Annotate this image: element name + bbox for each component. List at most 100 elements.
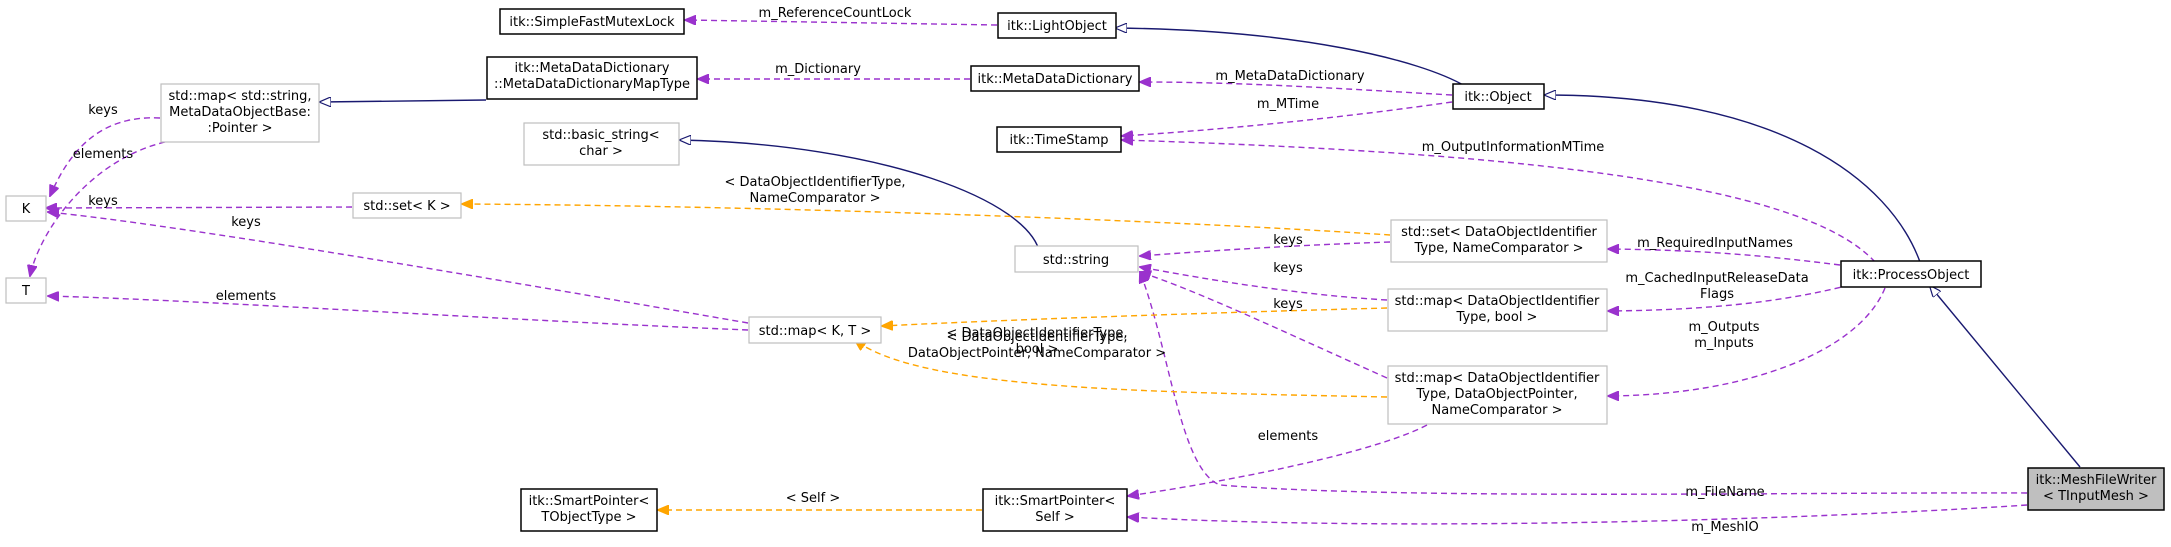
label-output-information-mtime: m_OutputInformationMTime: [1422, 140, 1605, 155]
edge-cached-input-release: [1608, 284, 1851, 311]
svg-text:elements: elements: [1258, 429, 1319, 444]
svg-text:std::string: std::string: [1043, 253, 1109, 268]
svg-text:T: T: [21, 284, 30, 299]
label-mtime: m_MTime: [1257, 97, 1319, 112]
label-keys-map-bool: keys: [1273, 261, 1303, 276]
edge-basic-string-to-std-string: [680, 140, 1041, 255]
node-smart-pointer-tobject[interactable]: itk::SmartPointer<TObjectType >: [520, 488, 658, 532]
svg-text:m_ReferenceCountLock: m_ReferenceCountLock: [759, 6, 912, 21]
label-mesh-io: m_MeshIO: [1691, 520, 1758, 535]
svg-text:m_RequiredInputNames: m_RequiredInputNames: [1637, 236, 1793, 251]
svg-text:itk::Object: itk::Object: [1464, 90, 1531, 105]
svg-text:keys: keys: [1273, 297, 1303, 312]
svg-text:itk::MeshFileWriter< TInputMes: itk::MeshFileWriter< TInputMesh >: [2036, 473, 2157, 504]
label-self-template: < Self >: [786, 491, 841, 506]
edge-outputs-inputs: [1608, 287, 1886, 396]
svg-text:elements: elements: [73, 147, 134, 162]
label-elements-t: elements: [216, 289, 277, 304]
edge-file-name: [1140, 272, 2028, 495]
node-meta-data-dictionary-map-type[interactable]: itk::MetaDataDictionary::MetaDataDiction…: [486, 56, 698, 100]
edge-keys-map-bool: [1140, 267, 1388, 301]
label-reference-count-lock: m_ReferenceCountLock: [759, 6, 912, 21]
label-map-pointer-template: < DataObjectIdentifierType,DataObjectPoi…: [908, 330, 1166, 361]
svg-text:m_FileName: m_FileName: [1685, 485, 1764, 500]
svg-text:std::map< K, T >: std::map< K, T >: [759, 324, 872, 339]
node-time-stamp[interactable]: itk::TimeStamp: [996, 126, 1122, 153]
edge-keys-set-identifier: [1140, 241, 1391, 256]
label-keys-map-k-t: keys: [231, 215, 261, 230]
svg-text:keys: keys: [1273, 261, 1303, 276]
node-simple-fast-mutex-lock[interactable]: itk::SimpleFastMutexLock: [499, 8, 685, 35]
svg-text:std::map< std::string,MetaData: std::map< std::string,MetaDataObjectBase…: [168, 89, 311, 136]
svg-text:std::map< DataObjectIdentifier: std::map< DataObjectIdentifierType, Data…: [1395, 371, 1600, 418]
svg-text:std::set< DataObjectIdentifier: std::set< DataObjectIdentifierType, Name…: [1401, 225, 1597, 256]
label-keys-set-k: keys: [88, 194, 118, 209]
edge-mtime: [1122, 101, 1453, 136]
svg-text:std::basic_string<char >: std::basic_string<char >: [542, 128, 659, 159]
svg-text:itk::MetaDataDictionary::MetaD: itk::MetaDataDictionary::MetaDataDiction…: [494, 61, 690, 92]
svg-text:m_MeshIO: m_MeshIO: [1691, 520, 1758, 535]
edge-elements-smart-pointer: [1128, 424, 1428, 496]
label-elements-map: elements: [73, 147, 134, 162]
svg-text:K: K: [22, 202, 31, 217]
svg-text:itk::SmartPointer<Self >: itk::SmartPointer<Self >: [995, 494, 1116, 525]
label-dictionary: m_Dictionary: [775, 62, 861, 77]
label-elements-smart-pointer: elements: [1258, 429, 1319, 444]
edge-process-object-to-object: [1545, 95, 1921, 263]
edge-mesh-io: [1128, 504, 2028, 525]
edge-object-to-light-object: [1116, 28, 1466, 87]
svg-text:itk::ProcessObject: itk::ProcessObject: [1853, 268, 1970, 283]
edge-map-type-to-std-map: [320, 100, 487, 102]
svg-text:std::map< DataObjectIdentifier: std::map< DataObjectIdentifierType, bool…: [1395, 294, 1600, 325]
node-process-object[interactable]: itk::ProcessObject: [1840, 260, 1982, 288]
svg-text:elements: elements: [216, 289, 277, 304]
edge-keys-map-to-k: [50, 117, 161, 196]
svg-text:m_Dictionary: m_Dictionary: [775, 62, 861, 77]
svg-text:itk::LightObject: itk::LightObject: [1007, 19, 1107, 34]
edge-elements-map-to-t: [30, 141, 166, 276]
node-k[interactable]: K: [5, 195, 47, 222]
node-mesh-file-writer[interactable]: itk::MeshFileWriter< TInputMesh >: [2027, 467, 2165, 511]
label-map-bool-template: < DataObjectIdentifierType,bool >: [947, 326, 1128, 357]
svg-text:< DataObjectIdentifierType,Dat: < DataObjectIdentifierType,DataObjectPoi…: [908, 330, 1166, 361]
svg-text:keys: keys: [88, 194, 118, 209]
label-required-input-names: m_RequiredInputNames: [1637, 236, 1793, 251]
edge-set-k-template: [462, 204, 1391, 236]
edge-reference-count-lock: [685, 20, 998, 26]
node-std-set-k[interactable]: std::set< K >: [352, 192, 462, 219]
label-keys-map: keys: [88, 103, 118, 118]
node-std-map-string-pointer[interactable]: std::map< std::string,MetaDataObjectBase…: [160, 83, 320, 143]
node-light-object[interactable]: itk::LightObject: [997, 12, 1117, 39]
svg-text:< DataObjectIdentifierType,Nam: < DataObjectIdentifierType,NameComparato…: [725, 175, 906, 206]
label-keys-set-identifier: keys: [1273, 233, 1303, 248]
node-meta-data-dictionary[interactable]: itk::MetaDataDictionary: [970, 65, 1140, 92]
svg-text:m_MTime: m_MTime: [1257, 97, 1319, 112]
edge-required-input-names: [1608, 249, 1841, 266]
node-basic-string[interactable]: std::basic_string<char >: [523, 122, 680, 166]
node-smart-pointer-self[interactable]: itk::SmartPointer<Self >: [982, 488, 1128, 532]
node-object[interactable]: itk::Object: [1452, 83, 1545, 110]
svg-text:m_OutputInformationMTime: m_OutputInformationMTime: [1422, 140, 1605, 155]
edge-mesh-file-writer-to-process-object: [1930, 286, 2081, 468]
label-set-k-template: < DataObjectIdentifierType,NameComparato…: [725, 175, 906, 206]
node-std-string[interactable]: std::string: [1014, 245, 1139, 273]
svg-text:std::set< K >: std::set< K >: [363, 199, 450, 214]
edge-map-pointer-template: [855, 340, 1388, 398]
svg-text:itk::TimeStamp: itk::TimeStamp: [1009, 133, 1108, 148]
node-t[interactable]: T: [5, 277, 47, 304]
svg-text:keys: keys: [88, 103, 118, 118]
edge-keys-map-pointer: [1140, 272, 1388, 379]
svg-text:< DataObjectIdentifierType,boo: < DataObjectIdentifierType,bool >: [947, 326, 1128, 357]
svg-text:m_MetaDataDictionary: m_MetaDataDictionary: [1215, 69, 1364, 84]
node-std-map-k-t[interactable]: std::map< K, T >: [748, 316, 882, 344]
svg-text:itk::SimpleFastMutexLock: itk::SimpleFastMutexLock: [509, 15, 675, 30]
edge-meta-data-dictionary: [1140, 82, 1453, 96]
